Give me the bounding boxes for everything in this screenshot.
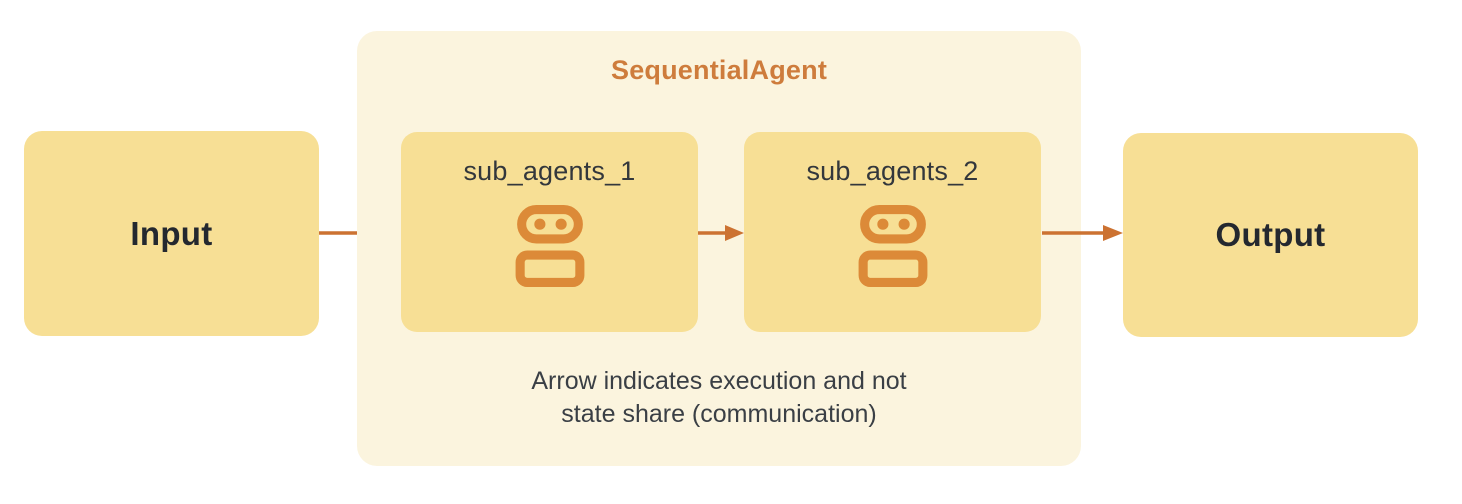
output-node-label: Output [1215,216,1326,253]
sequential-agent-container: SequentialAgent sub_agents_1 sub_agents_… [357,31,1081,466]
arrow-caption-line2: state share (communication) [561,400,877,428]
output-node: Output [1123,133,1418,337]
sub-agent-2-node: sub_agents_2 [744,132,1041,332]
input-node-label: Input [130,214,213,252]
arrow-sub2-to-output [1042,224,1123,242]
sub-agent-2-label: sub_agents_2 [806,156,979,186]
arrow-sub1-to-sub2 [698,224,744,242]
arrow-icon [698,225,744,241]
robot-icon [858,205,928,287]
arrow-caption-line1: Arrow indicates execution and not [531,367,907,395]
arrow-icon [1042,225,1123,241]
sub-agent-1-label: sub_agents_1 [463,156,636,186]
robot-icon [515,205,585,287]
sub-agent-1-node: sub_agents_1 [401,132,698,332]
sequential-agent-title: SequentialAgent [610,55,828,85]
arrow-caption: Arrow indicates execution and not state … [357,365,1081,431]
input-node: Input [24,131,319,336]
